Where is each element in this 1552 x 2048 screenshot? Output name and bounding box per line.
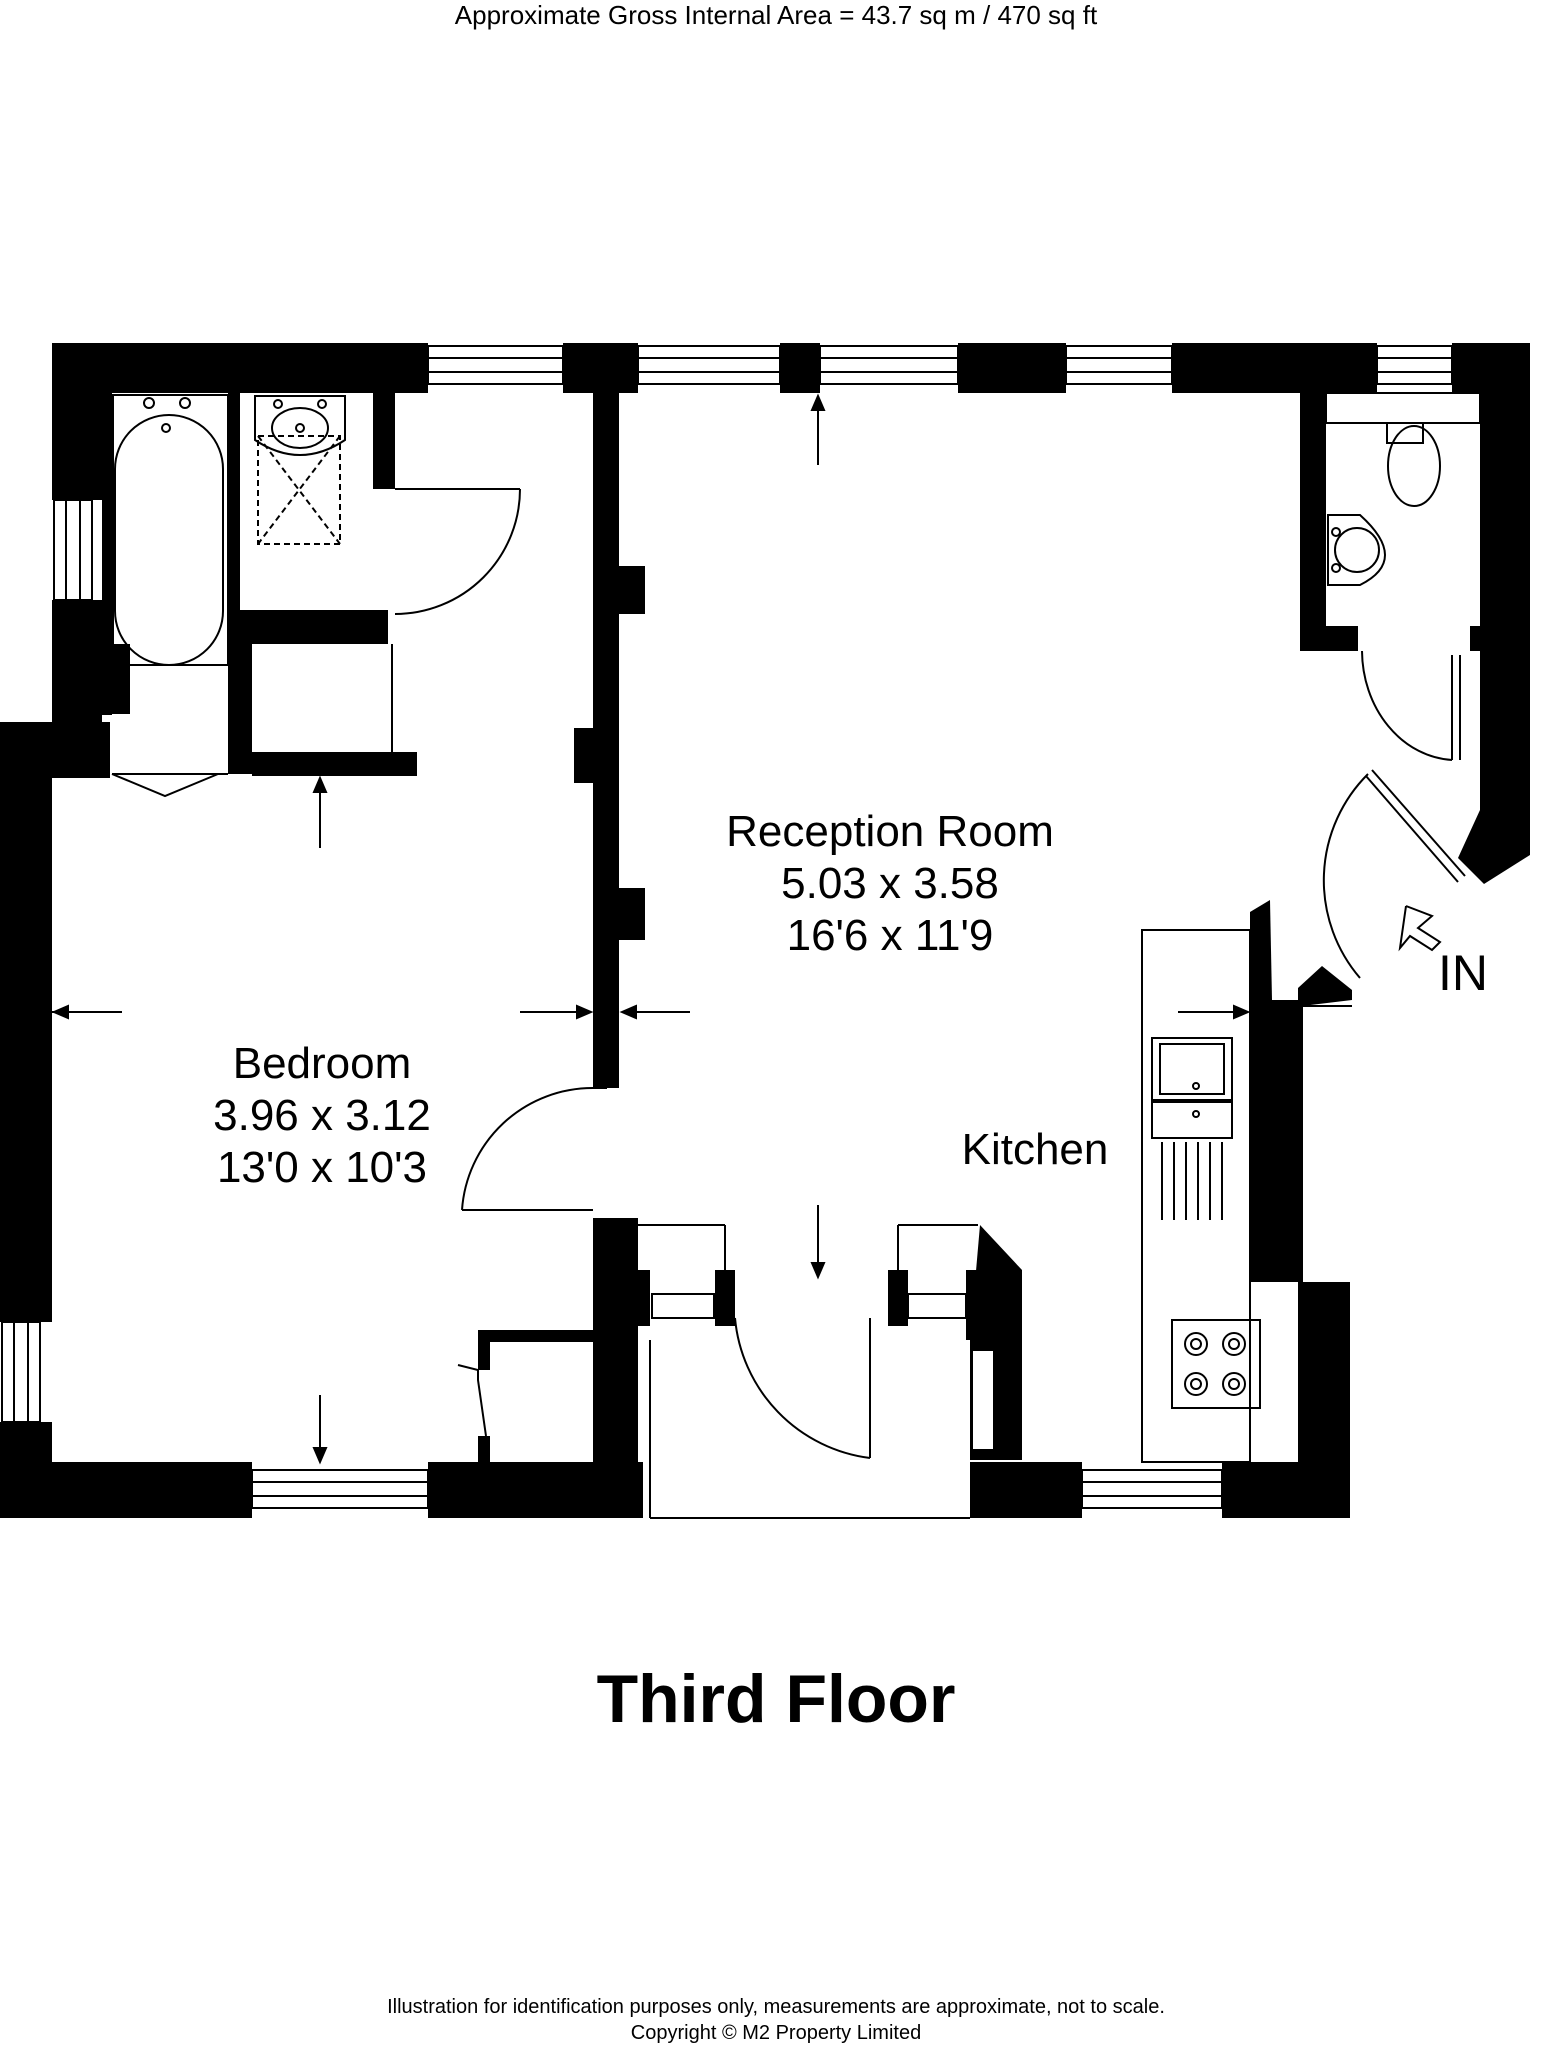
bedroom-name: Bedroom bbox=[232, 1039, 412, 1088]
wall-kitchen-right-lower bbox=[1298, 1282, 1350, 1462]
window-hall-2 bbox=[907, 1293, 967, 1319]
wall-bath-edge bbox=[102, 393, 112, 715]
kitchen-hob bbox=[1171, 1319, 1261, 1409]
wall-central-nib-3 bbox=[619, 888, 645, 940]
floor-title: Third Floor bbox=[596, 1661, 956, 1737]
wall-central-nib-1 bbox=[574, 728, 619, 783]
wall-top-left bbox=[52, 343, 428, 393]
wall-bottom-kitchen bbox=[970, 1462, 1082, 1518]
wall-top-pillar-4 bbox=[1172, 343, 1377, 393]
window-top-5 bbox=[1376, 345, 1453, 385]
bedroom-imperial: 13'0 x 10'3 bbox=[216, 1143, 428, 1192]
window-left-bath bbox=[53, 499, 93, 601]
reception-room-imperial: 16'6 x 11'9 bbox=[786, 911, 994, 960]
window-left-bedroom bbox=[1, 1321, 41, 1423]
wall-top-pillar-3 bbox=[958, 343, 1066, 393]
wall-bath-door-jamb bbox=[373, 393, 395, 489]
hall-door-arc bbox=[734, 1317, 871, 1459]
wall-central bbox=[593, 343, 619, 1088]
wall-bed-cupboard-side-2 bbox=[478, 1436, 490, 1466]
bedroom-cupboard-doors bbox=[111, 773, 219, 798]
wall-bottom-left bbox=[0, 1462, 252, 1518]
wall-cupboard-bottom bbox=[252, 752, 417, 776]
wall-bath-partition bbox=[228, 393, 240, 625]
dimension-arrows bbox=[51, 393, 1251, 1465]
gross-area-header: Approximate Gross Internal Area = 43.7 s… bbox=[454, 0, 1098, 30]
reception-room-metric: 5.03 x 3.58 bbox=[781, 859, 999, 908]
wall-hall-window-jamb-l bbox=[638, 1270, 650, 1326]
bedroom-label: Bedroom 3.96 x 3.12 13'0 x 10'3 bbox=[172, 1038, 472, 1194]
bath-drain bbox=[161, 423, 171, 433]
wall-hall-window-jamb-l2 bbox=[888, 1270, 908, 1326]
window-bottom-bedroom bbox=[251, 1469, 429, 1509]
entrance-label: IN bbox=[1438, 945, 1488, 1001]
kitchen-sink-2 bbox=[1151, 1101, 1233, 1139]
wall-bed-cupboard-top bbox=[478, 1330, 593, 1342]
window-top-2 bbox=[637, 345, 781, 385]
copyright-text: Copyright © M2 Property Limited bbox=[630, 2022, 922, 2044]
wall-left-upper-2 bbox=[52, 600, 102, 722]
wall-wc-bottom-l bbox=[1300, 626, 1358, 651]
reception-room-name: Reception Room bbox=[726, 807, 1054, 856]
wc-basin bbox=[1327, 514, 1386, 586]
bath-basin bbox=[254, 395, 346, 456]
wall-right-corner bbox=[1458, 810, 1530, 884]
wall-hall-window-jamb-r bbox=[715, 1270, 735, 1326]
wall-central-nib-2 bbox=[619, 566, 645, 614]
kitchen-label: Kitchen bbox=[935, 1124, 1135, 1176]
window-bottom-kitchen bbox=[1081, 1469, 1223, 1509]
bedroom-door-arc bbox=[461, 1086, 594, 1211]
wc-toilet bbox=[1387, 425, 1441, 507]
bath-tap-2 bbox=[179, 397, 191, 409]
disclaimer-text: Illustration for identification purposes… bbox=[387, 1996, 1165, 2018]
window-hall-1 bbox=[651, 1293, 715, 1319]
entrance-door-leaf bbox=[1371, 769, 1466, 877]
windows bbox=[1, 345, 1453, 1509]
reception-room-label: Reception Room 5.03 x 3.58 16'6 x 11'9 bbox=[690, 806, 1090, 962]
wall-lower-central bbox=[593, 1218, 638, 1518]
entrance-arrow-icon bbox=[1398, 905, 1442, 952]
kitchen-name: Kitchen bbox=[961, 1125, 1109, 1174]
wc-cistern-line bbox=[1325, 392, 1481, 424]
window-top-4 bbox=[1065, 345, 1173, 385]
wall-cupboard-right bbox=[228, 644, 252, 774]
kitchen-sink-1 bbox=[1151, 1037, 1233, 1101]
bath-door-arc bbox=[394, 488, 521, 615]
footer-disclaimer: Illustration for identification purposes… bbox=[0, 1994, 1552, 2046]
bath-tub bbox=[114, 414, 224, 666]
wall-bedroom-top-corner bbox=[0, 722, 110, 778]
walls bbox=[0, 343, 1530, 1518]
bedroom-metric: 3.96 x 3.12 bbox=[213, 1091, 431, 1140]
fixtures bbox=[111, 392, 1481, 1519]
wall-bed-cupboard-side bbox=[478, 1330, 490, 1370]
wall-cupboard-left bbox=[102, 644, 130, 714]
wall-wc-left bbox=[1300, 393, 1326, 651]
wall-kitchen-right-top bbox=[1250, 900, 1272, 1000]
wall-bath-bottom bbox=[228, 610, 388, 644]
wall-left-bedroom bbox=[0, 722, 52, 1322]
wc-door-arc bbox=[1361, 650, 1453, 761]
entrance-door-arc bbox=[1322, 773, 1369, 979]
window-top-3 bbox=[819, 345, 959, 385]
bath-tap-1 bbox=[143, 397, 155, 409]
wall-top-pillar-2 bbox=[780, 343, 820, 393]
wall-kitchen-corner bbox=[970, 1225, 1022, 1340]
wall-right-wc bbox=[1480, 343, 1530, 823]
wall-wc-bottom-r bbox=[1470, 626, 1505, 651]
shower-tray bbox=[257, 435, 341, 545]
window-hall-side bbox=[971, 1349, 995, 1451]
wall-left-upper bbox=[52, 343, 102, 500]
kitchen-counter bbox=[1141, 929, 1251, 1463]
window-top-1 bbox=[427, 345, 564, 385]
bedroom-lower-cupboard-door bbox=[457, 1364, 487, 1437]
wall-bottom-right bbox=[1222, 1462, 1350, 1518]
